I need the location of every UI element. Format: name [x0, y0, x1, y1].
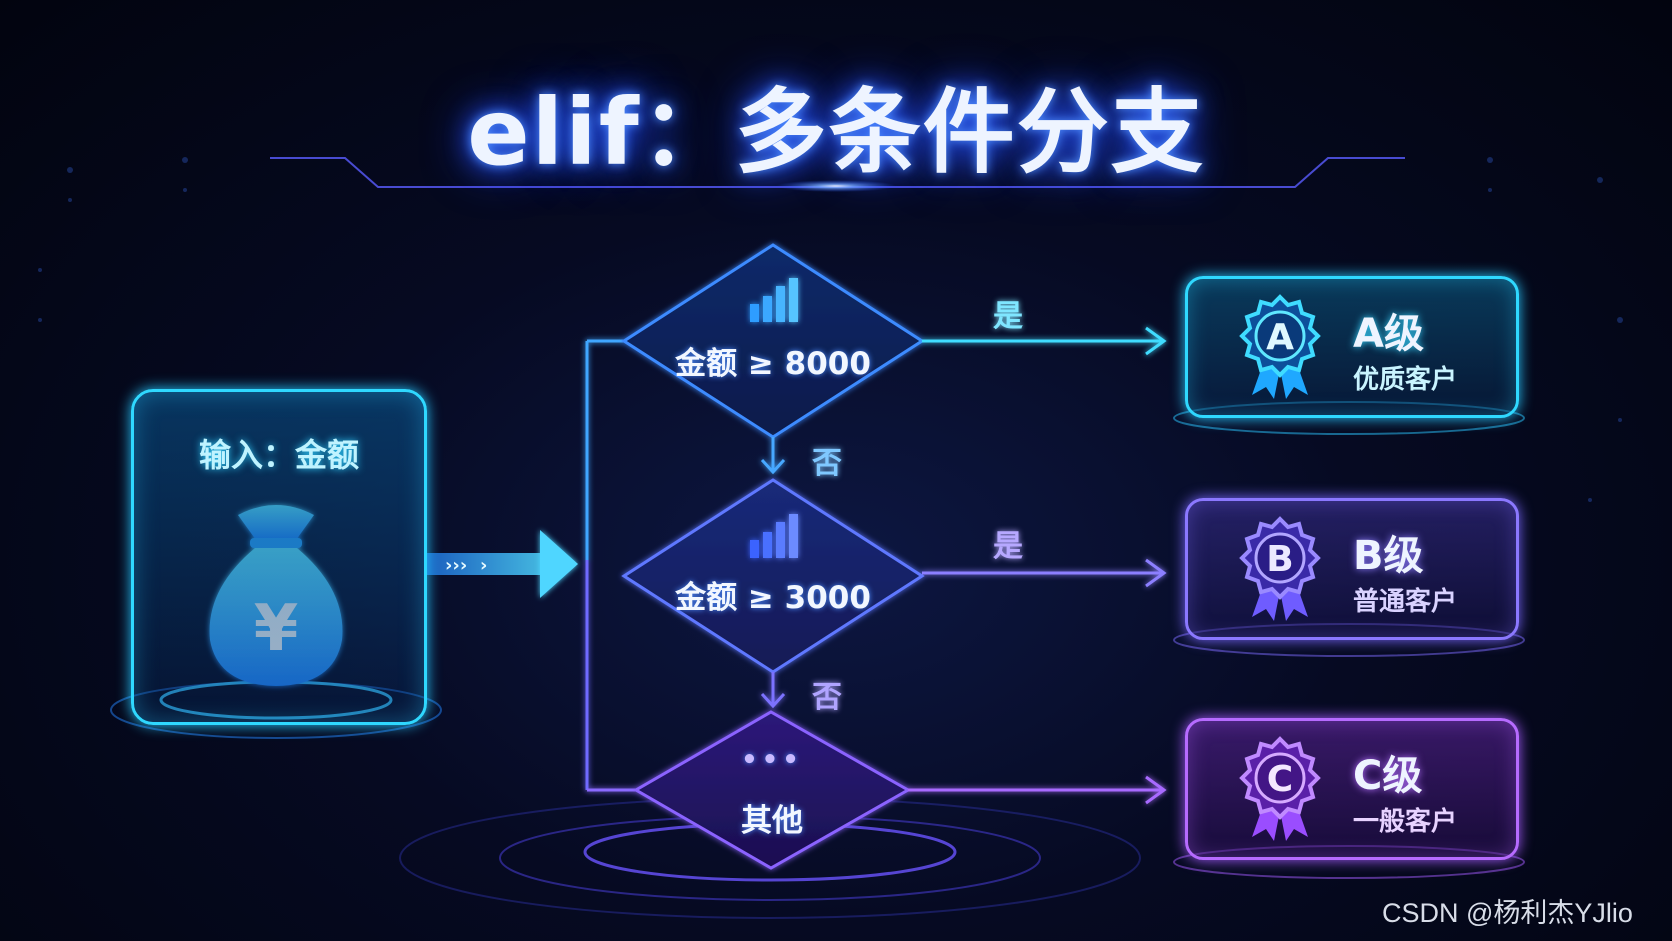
svg-text:›: › — [480, 555, 487, 576]
watermark: CSDN @杨利杰YJlio — [1382, 898, 1633, 928]
badge-a-icon: A — [1239, 294, 1321, 399]
yes-arrow-1 — [922, 326, 1167, 356]
grade-box-b[interactable]: B B级 普通客户 — [1185, 498, 1519, 640]
grade-title-b: B级 — [1353, 533, 1424, 579]
grade-title-c: C级 — [1353, 753, 1423, 799]
grade-title-a: A级 — [1353, 311, 1424, 357]
decision-diamond-3[interactable] — [633, 710, 912, 870]
decision-label-1: 金额 ≥ 8000 — [675, 346, 871, 382]
svg-text:B: B — [1266, 539, 1293, 580]
bar-chart-icon — [750, 514, 798, 558]
input-box[interactable]: 输入：金额 — [131, 389, 427, 725]
ellipsis-icon: ••• — [741, 745, 803, 775]
svg-text:A: A — [1266, 317, 1294, 358]
ambient-dots — [38, 157, 1623, 502]
else-arrow — [908, 775, 1167, 805]
decision-label-3: 其他 — [741, 803, 803, 839]
grade-box-c[interactable]: C C级 一般客户 — [1185, 718, 1519, 860]
bar-chart-icon — [750, 278, 798, 322]
no-arrow-1 — [760, 437, 786, 475]
edge-label-no-2: 否 — [812, 680, 842, 715]
grade-subtitle-b: 普通客户 — [1353, 587, 1458, 617]
left-bus-line — [585, 339, 636, 792]
input-label: 输入：金额 — [198, 436, 359, 474]
badge-c-icon: C — [1239, 736, 1321, 841]
title-underline — [270, 157, 1405, 192]
edge-label-no-1: 否 — [812, 446, 842, 481]
decision-label-2: 金额 ≥ 3000 — [675, 580, 871, 616]
page-title: elif：多条件分支 — [467, 79, 1205, 186]
badge-b-icon: B — [1239, 516, 1321, 621]
svg-text:C: C — [1267, 759, 1293, 800]
grade-box-a[interactable]: A A级 优质客户 — [1185, 276, 1519, 418]
input-flow-arrow: ››› › — [424, 530, 578, 598]
grade-subtitle-c: 一般客户 — [1353, 807, 1458, 837]
edge-label-yes-1: 是 — [993, 299, 1023, 334]
edge-label-yes-2: 是 — [993, 529, 1023, 564]
grade-subtitle-a: 优质客户 — [1353, 365, 1458, 395]
no-arrow-2 — [760, 672, 786, 709]
svg-text:›››: ››› — [445, 555, 467, 576]
yes-arrow-2 — [922, 558, 1167, 588]
